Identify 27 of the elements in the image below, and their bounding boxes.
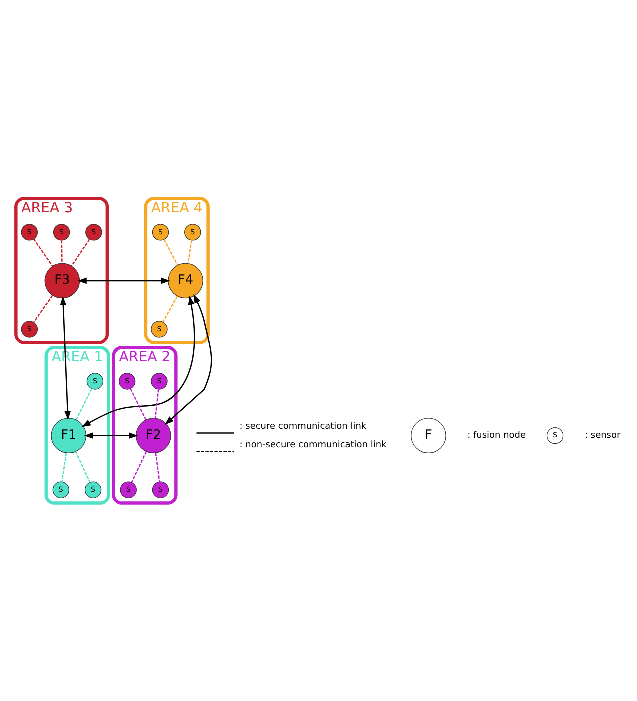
legend-label: : non-secure communication link — [240, 440, 387, 450]
node-circle: F1 — [51, 418, 87, 453]
node-circle: F4 — [168, 262, 204, 298]
node-label: : fusion node — [468, 430, 526, 441]
connector — [76, 388, 92, 420]
connector — [34, 294, 54, 322]
connector — [130, 388, 147, 420]
connector — [75, 451, 91, 482]
connector — [131, 451, 148, 482]
connector — [33, 238, 54, 266]
arrow — [82, 295, 196, 427]
node-label: : sensor — [585, 430, 621, 441]
connector — [155, 452, 160, 482]
connector — [188, 240, 192, 264]
arrow — [165, 294, 212, 425]
connector — [61, 240, 63, 264]
node-circle: F — [411, 418, 446, 453]
connector — [71, 238, 90, 266]
connector — [154, 388, 160, 418]
connector — [164, 239, 178, 266]
node-circle: F2 — [136, 418, 172, 453]
connector — [62, 452, 68, 482]
arrow — [60, 296, 72, 420]
arrow — [78, 277, 170, 284]
node-circle: F3 — [44, 262, 80, 298]
legend-label: : secure communication link — [240, 421, 367, 432]
arrow — [84, 432, 138, 438]
